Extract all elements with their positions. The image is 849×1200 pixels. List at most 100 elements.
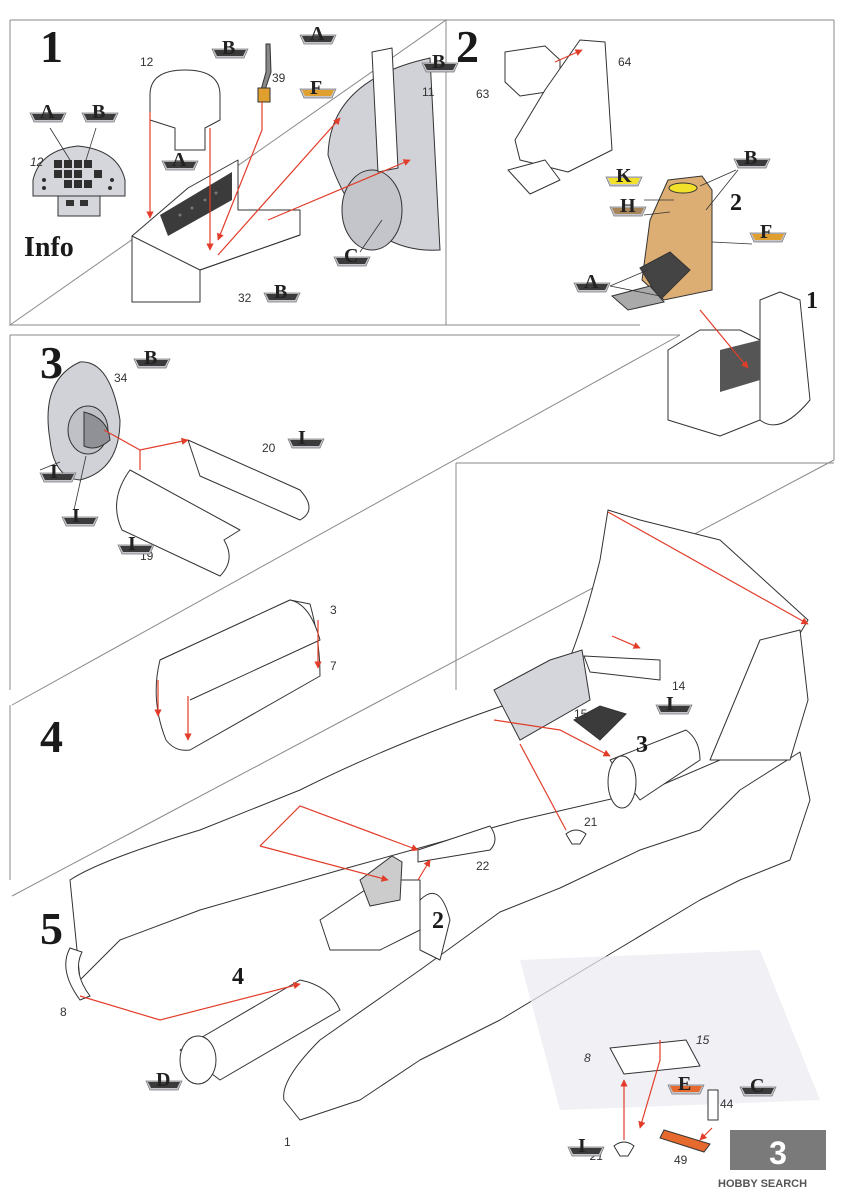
color-code-I-lip: I <box>39 461 77 483</box>
part-num-21: 21 <box>584 815 598 829</box>
svg-text:C: C <box>750 1075 764 1097</box>
svg-text:E: E <box>678 1073 691 1095</box>
part-num-34: 34 <box>114 371 128 385</box>
color-code-A-panel: A <box>161 149 199 171</box>
part-39-stick <box>260 43 272 91</box>
part-num-63: 63 <box>476 87 490 101</box>
color-code-B-seat: B <box>733 147 771 169</box>
subassembly-label-2: 2 <box>432 908 444 934</box>
svg-text:I: I <box>666 693 674 715</box>
svg-text:A: A <box>40 101 55 123</box>
part-num-64: 64 <box>618 55 632 69</box>
svg-text:F: F <box>310 77 322 99</box>
svg-text:B: B <box>92 101 105 123</box>
part-num-44: 44 <box>720 1097 734 1111</box>
info-label: Info <box>24 232 74 263</box>
part-22-sill <box>417 825 496 863</box>
color-code-I-19: I <box>117 533 155 555</box>
color-code-I-20: I <box>287 427 325 449</box>
frame-step4-diag <box>11 459 835 897</box>
part-19-duct-half <box>116 469 241 577</box>
part-15-door <box>609 1039 701 1075</box>
step-number-3: 3 <box>40 337 63 388</box>
part-num-14: 14 <box>672 679 686 693</box>
svg-text:D: D <box>156 1069 170 1091</box>
part-21-pin-detail <box>613 1141 635 1157</box>
svg-text:I: I <box>128 533 136 555</box>
color-code-D: D <box>145 1069 183 1091</box>
color-code-A-info: A <box>29 101 67 123</box>
part-num-49: 49 <box>674 1153 688 1167</box>
part-num-7: 7 <box>330 659 337 673</box>
color-code-B-stick: B <box>211 37 249 59</box>
reference-label-1: 1 <box>806 288 818 314</box>
color-code-F-stick: F <box>299 77 337 99</box>
color-code-C-leg: C <box>739 1075 777 1097</box>
color-code-C-bulkhead: C <box>333 245 371 267</box>
part-num-8: 8 <box>60 1005 67 1019</box>
page-number-badge: 3 <box>769 1135 787 1171</box>
color-callouts: A B A B BA F B C B B K H F A B I I I I <box>29 23 787 1157</box>
part-num-22: 22 <box>476 859 490 873</box>
color-code-A-stick: BA <box>299 23 337 45</box>
svg-text:B: B <box>432 51 445 73</box>
svg-text:A: A <box>172 149 187 171</box>
watermark: HOBBY SEARCH <box>718 1178 807 1190</box>
svg-text:H: H <box>620 195 636 217</box>
svg-text:B: B <box>144 347 157 369</box>
part-num-3: 3 <box>330 603 337 617</box>
intake-subassembly-4 <box>179 979 341 1081</box>
svg-text:K: K <box>616 165 632 187</box>
color-code-I-pin: I <box>567 1135 605 1157</box>
part-64-seat <box>514 39 613 173</box>
step-number-1: 1 <box>40 21 63 72</box>
part-num-12-info: 12 <box>30 155 44 169</box>
color-code-H: H <box>609 195 647 217</box>
step-number-2: 2 <box>456 21 479 72</box>
part-20-duct-half <box>187 439 310 521</box>
panel-frames <box>8 19 835 897</box>
color-code-B-bulkhead: B <box>421 51 459 73</box>
step5-fuselage: 22 14 15 3 21 2 4 8 1 <box>60 509 811 1149</box>
part-num-32: 32 <box>238 291 252 305</box>
step2-seat: 63 64 2 1 <box>476 39 818 437</box>
color-code-F-seat: F <box>749 221 787 243</box>
frame-step3-diag <box>11 334 681 706</box>
part-8-nose-ring <box>65 947 91 1001</box>
svg-text:B: B <box>222 37 235 59</box>
seat-subassembly-label-2: 2 <box>730 190 742 216</box>
part-14-panel <box>583 655 661 681</box>
part-num-15: 15 <box>574 707 588 721</box>
subassembly-label-3: 3 <box>636 732 648 758</box>
step1-info-panel: 12 Info <box>24 127 126 263</box>
color-code-K: K <box>605 165 643 187</box>
step-number-5: 5 <box>40 903 63 954</box>
subassembly-label-4: 4 <box>232 964 244 990</box>
color-code-I-15: I <box>655 693 693 715</box>
color-code-B-info: B <box>81 101 119 123</box>
svg-text:A: A <box>584 271 599 293</box>
part-12-shape <box>149 69 221 151</box>
part-49-strut <box>659 1129 711 1153</box>
color-code-I-cone: I <box>61 505 99 527</box>
page-badge-bg <box>730 1130 826 1170</box>
color-code-A-seat: A <box>573 271 611 293</box>
bulkhead-frame <box>371 47 399 173</box>
part-num-15-detail: 15 <box>696 1033 710 1047</box>
svg-text:I: I <box>298 427 306 449</box>
svg-text:F: F <box>760 221 772 243</box>
svg-text:I: I <box>72 505 80 527</box>
color-code-B-tub: B <box>263 281 301 303</box>
color-code-E: E <box>667 1073 705 1095</box>
svg-text:A: A <box>310 23 325 45</box>
step1-assembly: 12 39 32 11 <box>131 43 441 305</box>
part-num-20: 20 <box>262 441 276 455</box>
part-21-pin <box>565 829 587 845</box>
part-num-39: 39 <box>272 71 286 85</box>
part-num-11: 11 <box>422 85 435 99</box>
color-code-B-intake: B <box>133 347 171 369</box>
fuselage-left-half <box>69 509 809 981</box>
svg-text:C: C <box>344 245 358 267</box>
part-num-1: 1 <box>284 1135 291 1149</box>
